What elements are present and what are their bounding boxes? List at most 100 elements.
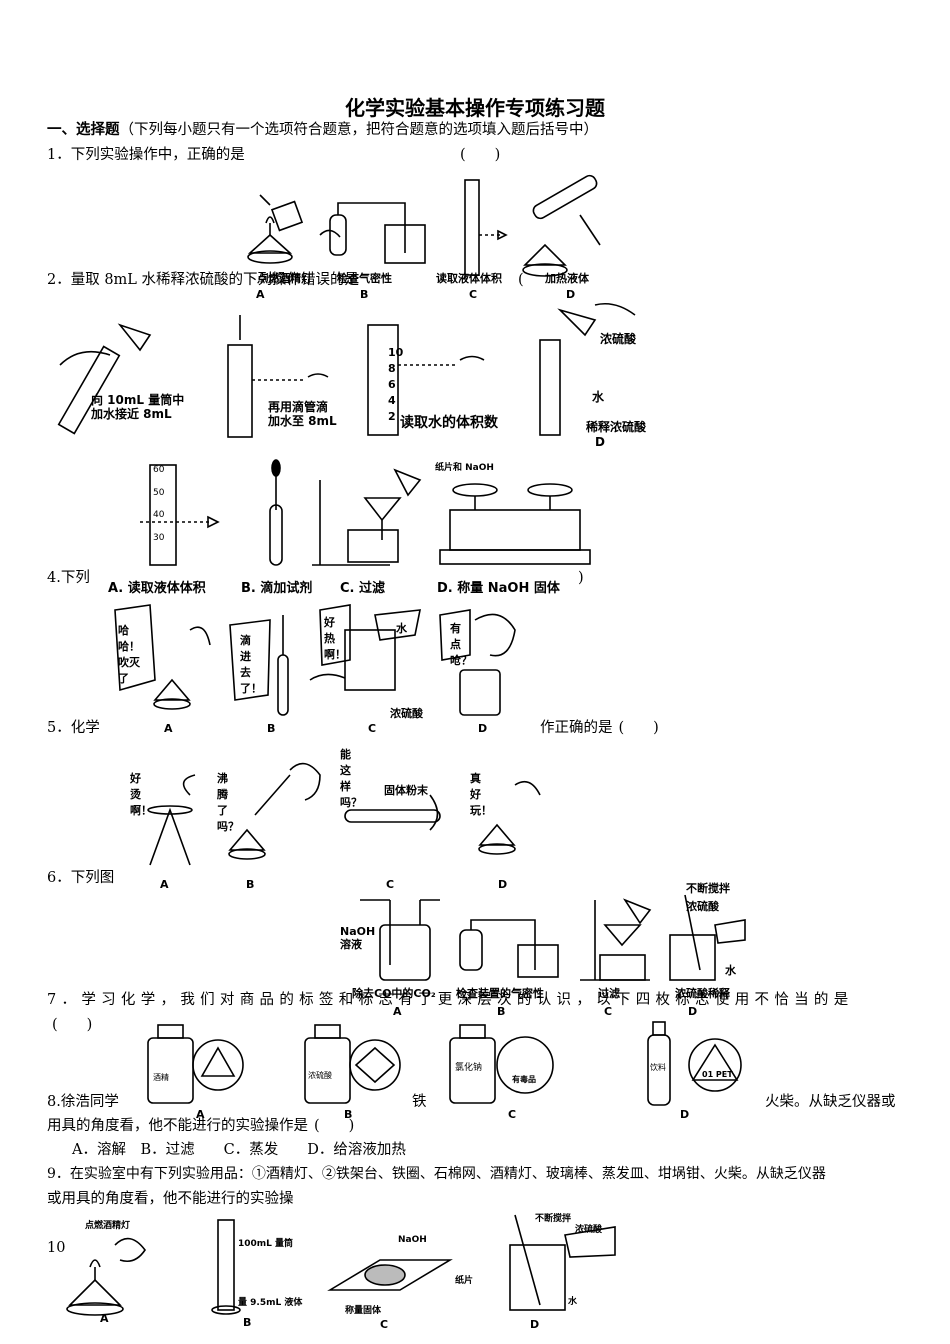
q2-text: 2．量取 8mL 水稀释浓硫酸的下列操作错误的是 bbox=[47, 272, 360, 288]
q8-mid: 铁 bbox=[412, 1094, 427, 1110]
q6-stir: 不断搅拌 bbox=[686, 882, 730, 895]
q2-figures bbox=[50, 302, 690, 449]
q4-figures bbox=[110, 600, 530, 724]
q5-letter-b: B bbox=[246, 878, 255, 891]
q6-letter-c: C bbox=[604, 1005, 613, 1018]
q5-figures bbox=[130, 755, 550, 874]
q2-tick: 10 bbox=[388, 346, 404, 359]
q2-letter-d: D bbox=[595, 435, 605, 449]
q7-label-c: 氯化钠 bbox=[455, 1063, 483, 1073]
q2-tick: 4 bbox=[388, 394, 396, 407]
q8-line2-text: 用具的角度看，他不能进行的实验操作是 bbox=[47, 1118, 308, 1134]
q5-powder: 固体粉末 bbox=[384, 784, 428, 797]
q4-bubble-d: 有点呛？ bbox=[450, 622, 472, 667]
q7-toxic: 有毒品 bbox=[512, 1075, 536, 1084]
q7-figures bbox=[140, 1020, 760, 1114]
q2-illustration bbox=[57, 302, 636, 438]
q7-letter-d: D bbox=[680, 1108, 690, 1121]
q3-figures bbox=[130, 459, 591, 574]
q1-caption-b: 检查气密性 bbox=[337, 272, 392, 285]
q8-bracket: ( ) bbox=[314, 1118, 355, 1134]
q10-letter-a: A bbox=[100, 1312, 109, 1325]
q9-line2: 或用具的角度看，他不能进行的实验操 bbox=[47, 1191, 294, 1207]
q6-caption-d: 浓硫酸稀释 bbox=[675, 987, 730, 1000]
q6-acid: 浓硫酸 bbox=[686, 900, 719, 913]
q10-caption-c: 称量固体 bbox=[345, 1306, 382, 1316]
q5-bubble-c: 能这样吗？ bbox=[340, 748, 362, 809]
q4-text: 4.下列 bbox=[47, 570, 90, 586]
q1-letter-d: D bbox=[566, 288, 576, 301]
q3-caption-d: D. 称量 NaOH 固体 bbox=[437, 581, 560, 596]
q7-illustration bbox=[147, 1021, 742, 1106]
q7-text: 7．学习化学，我们对商品的标签和标志有了更深层次的认识，以下四枚标志使用不恰当的… bbox=[47, 992, 854, 1008]
q2-label-acid: 浓硫酸 bbox=[600, 332, 637, 346]
q7-letter-b: B bbox=[344, 1108, 353, 1121]
q5-bubble-b: 沸腾了吗？ bbox=[217, 772, 239, 833]
q7-label-d: 饮料 bbox=[650, 1063, 666, 1072]
q10-acid: 浓硫酸 bbox=[575, 1225, 603, 1235]
q5-letter-a: A bbox=[160, 878, 169, 891]
q6-letter-a: A bbox=[393, 1005, 402, 1018]
q5-letter-c: C bbox=[386, 878, 395, 891]
q5-tail-text: 作正确的是 bbox=[540, 720, 613, 736]
q8-tail: 火柴。从缺乏仪器或 bbox=[765, 1094, 896, 1110]
q6-letter-d: D bbox=[688, 1005, 698, 1018]
q6-solution: 溶液 bbox=[340, 938, 362, 951]
q8-line2: 用具的角度看，他不能进行的实验操作是 ( ) bbox=[47, 1116, 354, 1136]
q2-tick: 8 bbox=[388, 362, 396, 375]
q1-figures bbox=[240, 174, 620, 299]
q7-letter-a: A bbox=[196, 1108, 205, 1121]
q3-tick: 40 bbox=[153, 510, 165, 520]
q2-bracket: ( bbox=[518, 272, 524, 288]
q6-naoh-label: NaOH 溶液 bbox=[340, 925, 375, 951]
q2-ticks: 10 8 6 4 2 bbox=[388, 345, 403, 425]
q1-illustration bbox=[247, 174, 601, 277]
q3-tick: 60 bbox=[153, 465, 165, 475]
q4-illustration bbox=[114, 604, 516, 716]
q3-caption-b: B. 滴加试剂 bbox=[241, 581, 313, 596]
q7-bracket: ( ) bbox=[52, 1017, 93, 1033]
q10-number: 10 bbox=[47, 1240, 66, 1256]
q4-letter-a: A bbox=[164, 722, 173, 735]
q10-letter-c: C bbox=[380, 1318, 389, 1331]
q8-text: 8.徐浩同学 bbox=[47, 1094, 119, 1110]
q2-label-water: 水 bbox=[592, 390, 605, 404]
q6-text: 6．下列图 bbox=[47, 870, 115, 886]
section-note: （下列每小题只有一个选项符合题意，把符合题意的选项填入题后括号中） bbox=[119, 122, 599, 138]
q3-caption-a: A. 读取液体体积 bbox=[108, 581, 206, 596]
q4-letter-b: B bbox=[267, 722, 276, 735]
q4-bubble-a: 哈哈！吹灭了 bbox=[118, 624, 140, 685]
page-title: 化学实验基本操作专项练习题 bbox=[345, 96, 605, 120]
q6-naoh: NaOH bbox=[340, 925, 376, 938]
q10-water: 水 bbox=[568, 1297, 578, 1307]
q10-figures bbox=[60, 1214, 640, 1319]
q2-caption-c: 读取水的体积数 bbox=[400, 415, 498, 431]
q3-ticks: 60 50 40 30 bbox=[153, 465, 164, 544]
q1-caption-a: 点燃酒精灯 bbox=[257, 272, 312, 285]
q6-figures bbox=[340, 894, 760, 989]
q4-letter-d: D bbox=[478, 722, 488, 735]
q10-illustration bbox=[66, 1214, 616, 1316]
q7-label-a: 酒精 bbox=[153, 1073, 169, 1082]
q9-text: 9．在实验室中有下列实验用品：①酒精灯、②铁架台、铁圈、石棉网、酒精灯、玻璃棒、… bbox=[47, 1166, 826, 1182]
q3-paper-label: 纸片和 NaOH bbox=[435, 463, 494, 473]
q7-label-b: 浓硫酸 bbox=[308, 1071, 332, 1080]
q5-letter-d: D bbox=[498, 878, 508, 891]
q8-options: A．溶解 B．过滤 C．蒸发 D．给溶液加热 bbox=[72, 1142, 406, 1158]
q3-tick: 30 bbox=[153, 532, 165, 543]
q5-bracket: ( ) bbox=[618, 720, 659, 736]
q10-paper: 纸片 bbox=[455, 1276, 474, 1286]
q4-bracket: ) bbox=[578, 570, 584, 586]
q4-acid: 浓硫酸 bbox=[390, 707, 423, 720]
q1-bracket: ( ) bbox=[460, 147, 501, 163]
q1-caption-d: 加热液体 bbox=[545, 272, 589, 285]
q5-tail: 作正确的是 ( ) bbox=[540, 718, 659, 738]
q1-letter-c: C bbox=[469, 288, 478, 301]
q5-illustration bbox=[147, 762, 541, 866]
q7-pet: 01 PET bbox=[702, 1070, 733, 1079]
q2-caption-d: 稀释浓硫酸 bbox=[586, 420, 647, 434]
q1-letter-a: A bbox=[256, 288, 265, 301]
q2-caption-a: 向 10mL 量筒中 加水接近 8mL bbox=[91, 393, 185, 421]
q10-stir: 不断搅拌 bbox=[535, 1214, 572, 1224]
section-title: 一、选择题 bbox=[47, 122, 120, 138]
